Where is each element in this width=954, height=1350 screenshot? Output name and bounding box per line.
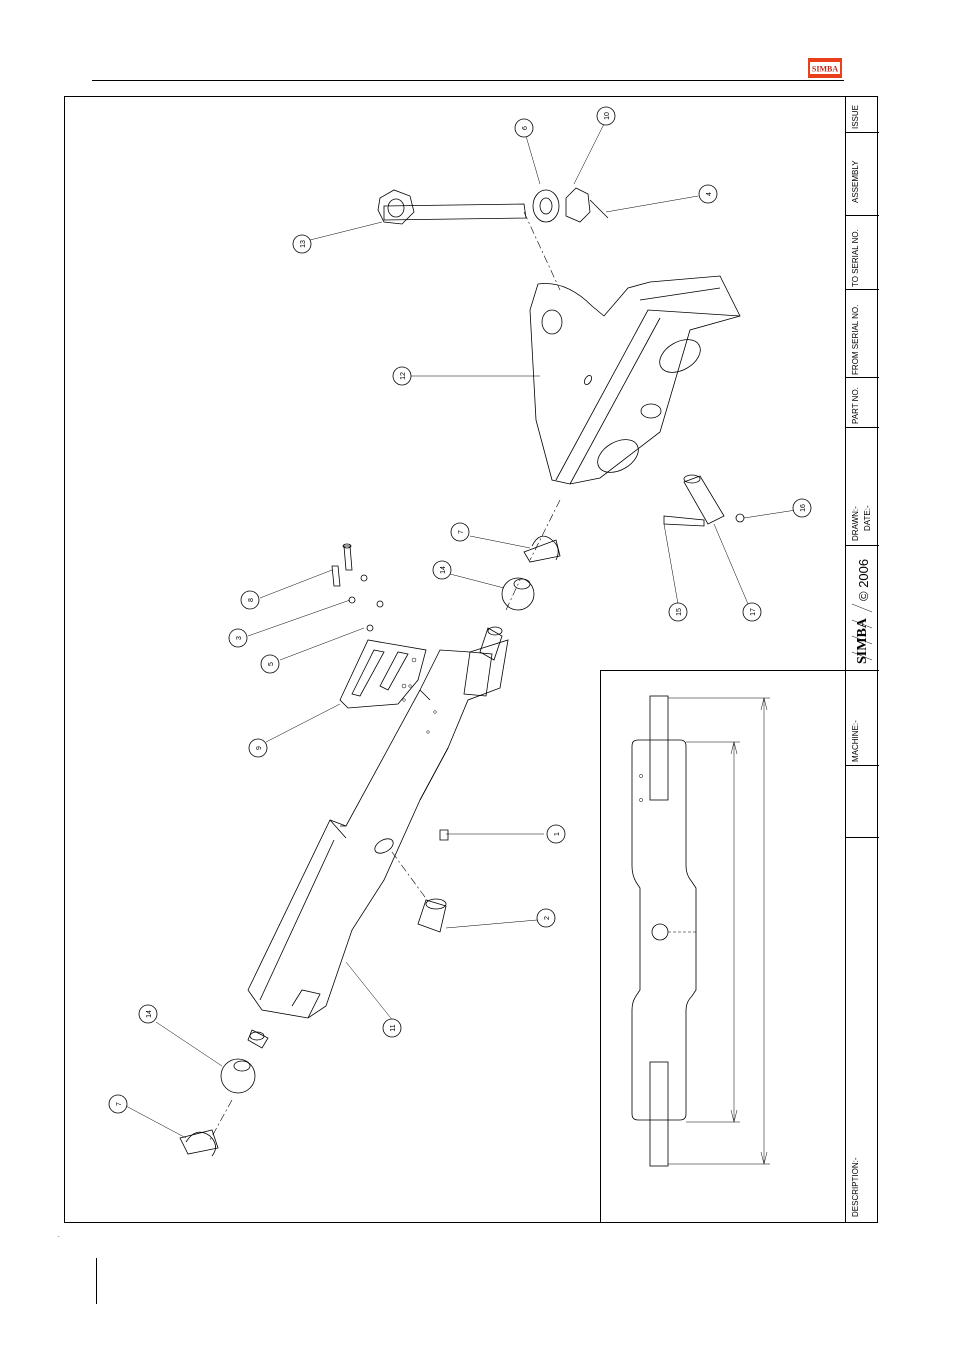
balloon-11: 11 — [383, 1019, 401, 1037]
ball-joint-upper — [502, 578, 534, 610]
footer-dot: . — [58, 1233, 60, 1239]
washer — [533, 190, 559, 222]
balloon-3: 3 — [229, 629, 247, 647]
balloon-14-lower-label: 14 — [146, 1010, 153, 1018]
balloon-16-label: 16 — [800, 504, 807, 512]
balloon-8-label: 8 — [248, 598, 255, 602]
balloon-1: 1 — [547, 825, 565, 843]
balloon-6-label: 6 — [522, 126, 529, 130]
linch-pin-upper — [524, 536, 560, 562]
balloon-13: 13 — [293, 235, 311, 253]
balloon-11-label: 11 — [390, 1024, 397, 1031]
balloon-9-label: 9 — [256, 746, 263, 750]
balloon-16: 16 — [793, 499, 811, 517]
margin-mark — [96, 1258, 97, 1304]
balloon-10-label: 10 — [604, 112, 611, 120]
balloon-12: 12 — [393, 367, 411, 385]
balloon-17: 17 — [743, 603, 761, 621]
balloon-14-lower: 14 — [139, 1005, 157, 1023]
balloon-7-lower: 7 — [109, 1095, 127, 1113]
balloon-17-label: 17 — [750, 608, 757, 616]
balloon-7-lower-label: 7 — [116, 1102, 123, 1106]
guide-plate — [340, 640, 426, 708]
balloon-15-label: 15 — [676, 608, 683, 616]
balloon-3-label: 3 — [236, 636, 243, 640]
balloon-12-label: 12 — [400, 372, 407, 380]
balloon-8: 8 — [241, 591, 259, 609]
linch-pin-lower — [180, 1130, 218, 1156]
main-arm — [248, 640, 508, 1018]
balloon-2-label: 2 — [544, 916, 551, 920]
balloon-14-upper: 14 — [433, 561, 451, 579]
balloon-13-label: 13 — [300, 240, 307, 248]
balloon-4: 4 — [699, 185, 717, 203]
castle-nut — [566, 188, 590, 222]
balloon-9: 9 — [249, 739, 267, 757]
balloon-5-label: 5 — [268, 662, 275, 666]
bush — [418, 899, 446, 932]
balloon-15: 15 — [669, 603, 687, 621]
split-pin — [590, 200, 608, 218]
balloon-2: 2 — [537, 909, 555, 927]
balloon-7-upper-label: 7 — [458, 530, 465, 534]
balloon-6: 6 — [515, 119, 533, 137]
balloon-4-label: 4 — [706, 192, 713, 196]
top-link-pin — [378, 190, 526, 224]
simba-emblem — [850, 600, 874, 664]
ball-joint-lower — [221, 1059, 255, 1093]
balloon-10: 10 — [597, 107, 615, 125]
balloon-5: 5 — [261, 655, 279, 673]
balloon-14-upper-label: 14 — [440, 566, 447, 574]
headstock-bracket — [530, 276, 740, 484]
balloon-7-upper: 7 — [451, 523, 469, 541]
balloon-1-label: 1 — [554, 832, 561, 836]
